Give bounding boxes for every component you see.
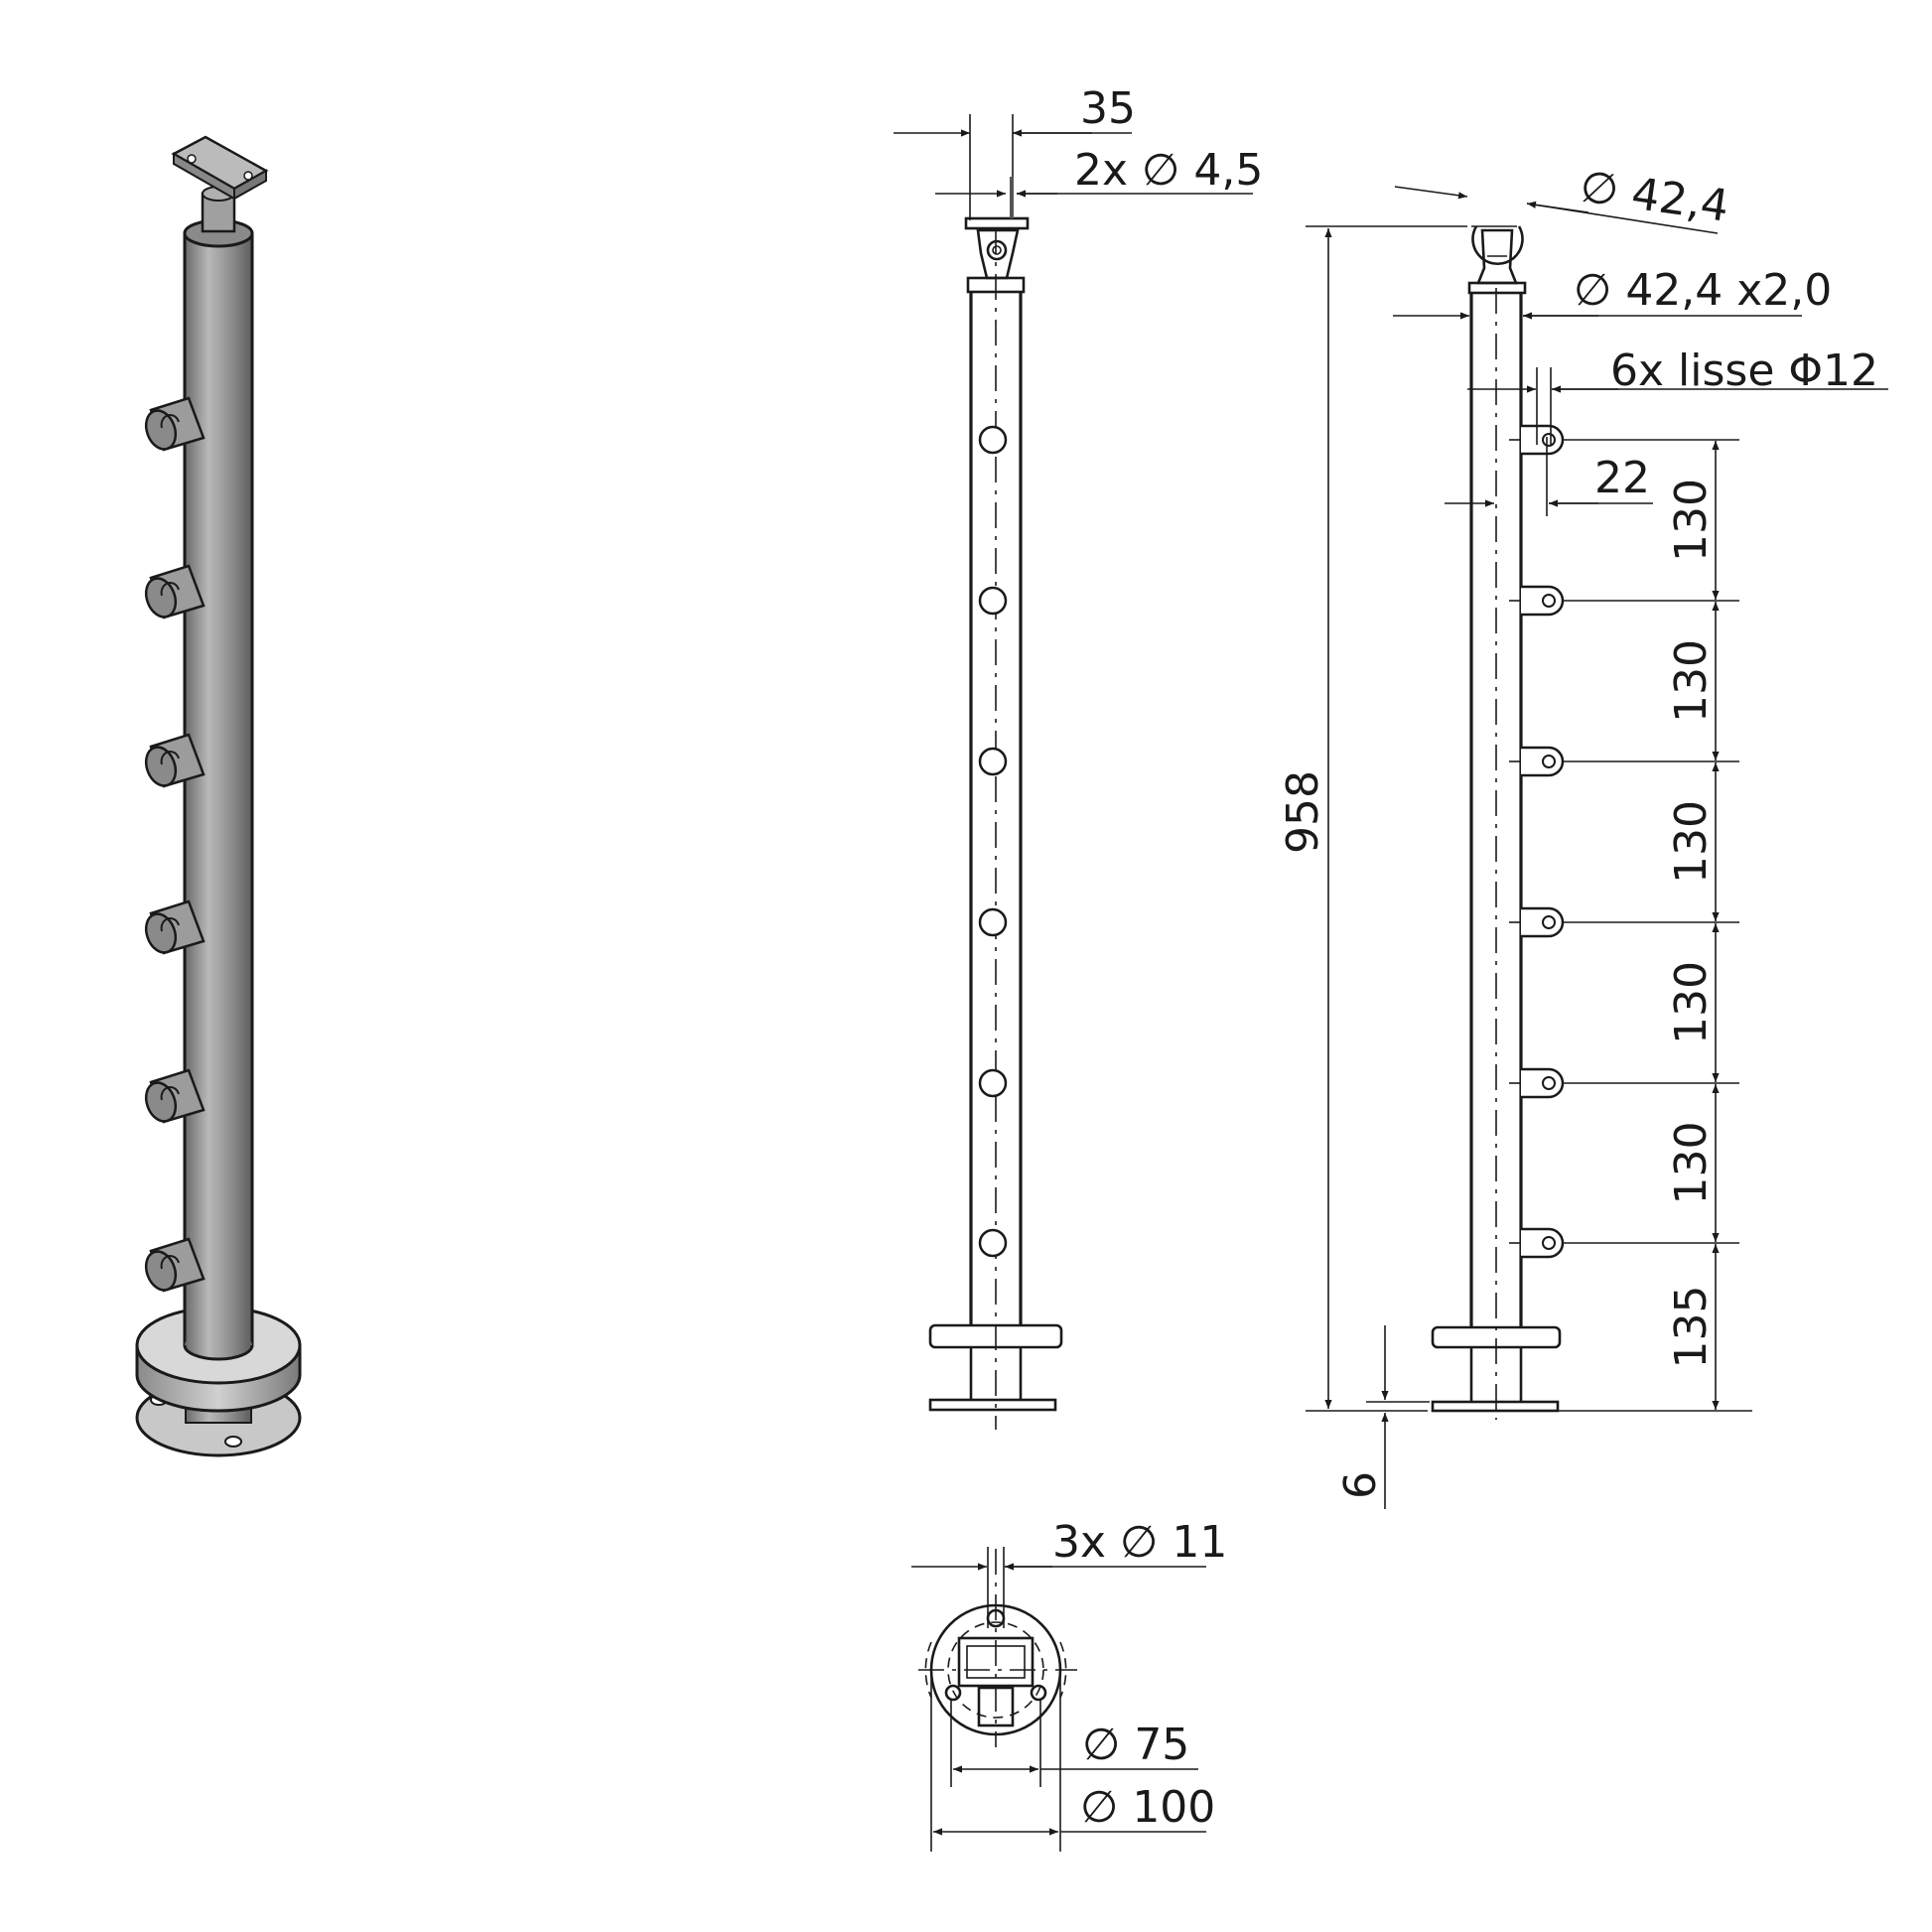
iso-rail-holder — [144, 564, 206, 620]
rail-hole — [978, 586, 1008, 616]
iso-rail-holder — [144, 1068, 206, 1124]
side-rail-holder — [1509, 746, 1739, 777]
spacing-label: 130 — [1666, 1122, 1717, 1205]
spacing-dimension: 130 — [1666, 923, 1720, 1082]
base-view: 3x ∅ 11 ∅ 75 ∅ 100 — [911, 1517, 1227, 1852]
dim-base-holes: 3x ∅ 11 — [1052, 1517, 1227, 1568]
dim-tube: ∅ 42,4 x2,0 — [1574, 265, 1832, 316]
dim-rail-offset: 22 — [1594, 453, 1650, 503]
dim-top-width: 35 — [1080, 83, 1136, 134]
rail-hole — [978, 425, 1008, 455]
dim-base-thickness: 6 — [1335, 1471, 1386, 1499]
spacing-dimension: 130 — [1666, 602, 1720, 760]
side-rail-holder — [1509, 585, 1739, 617]
side-rail-holder — [1509, 424, 1739, 456]
iso-rail-holder — [144, 733, 206, 788]
side-view: ∅ 42,4 ∅ 42,4 x2,0 6x lisse Φ12 22 958 6… — [1278, 161, 1888, 1509]
rail-hole — [978, 907, 1008, 937]
spacing-dimension: 130 — [1666, 762, 1720, 921]
spacing-label: 130 — [1666, 639, 1717, 723]
dim-total-height: 958 — [1278, 770, 1328, 854]
spacing-dimension: 130 — [1666, 1084, 1720, 1242]
spacing-label: 135 — [1666, 1286, 1717, 1369]
rail-hole — [978, 1068, 1008, 1098]
dim-plate-diameter: ∅ 100 — [1080, 1782, 1215, 1833]
iso-rail-holder — [144, 1237, 206, 1293]
spacing-dimension: 130 — [1666, 441, 1720, 600]
rail-hole — [978, 1228, 1008, 1258]
side-rail-holder — [1509, 906, 1739, 938]
rail-hole — [978, 747, 1008, 776]
dim-top-holes: 2x ∅ 4,5 — [1074, 145, 1263, 196]
dim-rails: 6x lisse Φ12 — [1610, 345, 1878, 396]
side-rail-holder — [1509, 1067, 1739, 1099]
dim-handrail-diameter: ∅ 42,4 — [1577, 161, 1731, 231]
side-rail-holder — [1509, 1227, 1739, 1259]
spacing-label: 130 — [1666, 961, 1717, 1044]
isometric-view — [135, 135, 302, 1457]
iso-rail-holder — [144, 396, 206, 452]
spacing-label: 130 — [1666, 479, 1717, 562]
front-view: 35 2x ∅ 4,5 — [894, 83, 1263, 1430]
iso-rail-holder — [144, 899, 206, 955]
spacing-label: 130 — [1666, 800, 1717, 884]
spacing-dimension: 135 — [1666, 1244, 1720, 1410]
dim-hole-circle: ∅ 75 — [1082, 1720, 1189, 1770]
